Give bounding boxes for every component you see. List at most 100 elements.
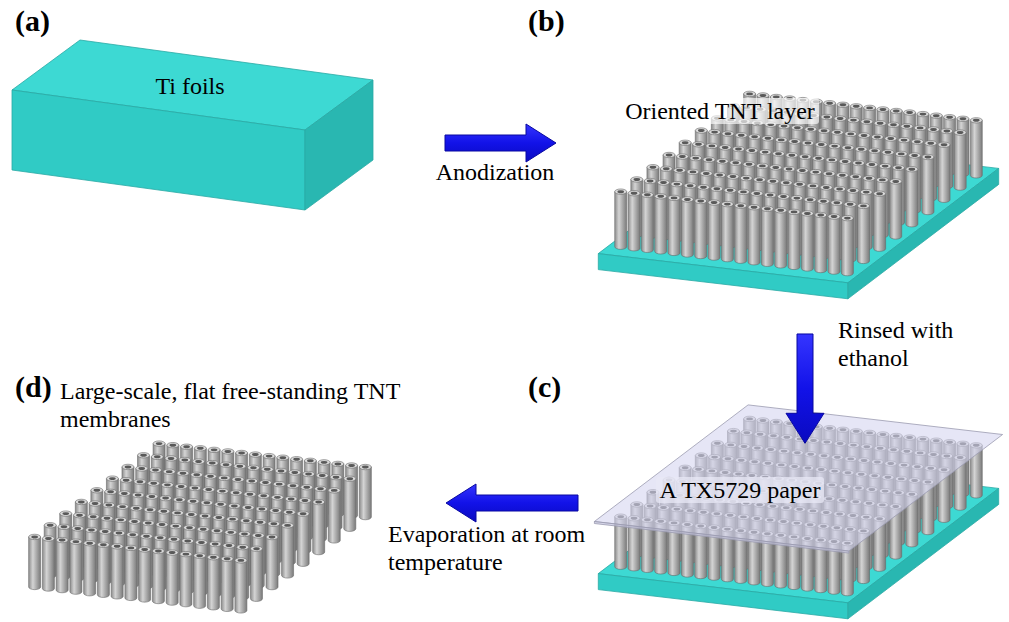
nanotube xyxy=(788,209,800,269)
tube-pore xyxy=(116,532,123,535)
tube-pore xyxy=(362,466,369,469)
tube-pore xyxy=(252,453,259,456)
tube-pore xyxy=(634,178,641,181)
tube-pore xyxy=(727,189,734,192)
tube-rim xyxy=(901,124,913,129)
tube-rim xyxy=(99,529,111,534)
nanotube xyxy=(655,194,667,254)
tube-rim xyxy=(668,195,680,200)
tube-rim xyxy=(828,214,840,219)
tube-pore xyxy=(243,519,250,522)
tube-pore xyxy=(59,539,66,542)
tube-rim xyxy=(783,166,795,171)
tube-rim xyxy=(220,462,232,467)
tube-rim xyxy=(700,171,712,176)
nanotube xyxy=(801,211,813,271)
tube-rim xyxy=(127,532,139,537)
tube-rim xyxy=(845,131,857,136)
tube-pore xyxy=(831,215,838,218)
tube-wall xyxy=(111,546,123,599)
tube-rim xyxy=(316,473,328,478)
tube-pore xyxy=(826,172,833,175)
nanotube xyxy=(695,198,707,258)
tube-rim xyxy=(836,173,848,178)
tube-rim xyxy=(185,512,197,517)
tube-pore xyxy=(778,138,785,141)
tube-wall xyxy=(313,502,325,555)
tube-pore xyxy=(711,201,718,204)
tube-wall xyxy=(194,556,206,609)
tube-wall xyxy=(125,548,137,601)
tube-pore xyxy=(821,129,828,132)
tube-rim xyxy=(807,183,819,188)
tube-rim xyxy=(778,194,790,199)
tube-rim xyxy=(826,157,838,162)
tube-pore xyxy=(760,94,767,97)
tube-rim xyxy=(44,523,56,528)
tube-pore xyxy=(235,478,242,481)
tube-rim xyxy=(146,494,158,499)
tube-rim xyxy=(904,110,916,115)
tube-pore xyxy=(706,158,713,161)
tube-rim xyxy=(925,141,937,146)
step-label: Evaporation at room temperature xyxy=(388,520,613,576)
tube-rim xyxy=(232,477,244,482)
tube-rim xyxy=(679,140,691,145)
tube-pore xyxy=(73,540,80,543)
tube-wall xyxy=(655,196,667,254)
tube-pore xyxy=(631,192,638,195)
tube-pore xyxy=(887,137,894,140)
process-stage: A TX5729 paper xyxy=(598,405,999,622)
tube-rim xyxy=(810,169,822,174)
tube-rim xyxy=(762,136,774,141)
tube-pore xyxy=(178,485,185,488)
nanotube xyxy=(890,179,902,239)
tube-pore xyxy=(666,154,673,157)
tube-rim xyxy=(893,165,905,170)
tube-rim xyxy=(330,474,342,479)
tube-rim xyxy=(869,148,881,153)
tube-pore xyxy=(709,144,716,147)
tube-rim xyxy=(208,447,220,452)
tube-pore xyxy=(860,204,867,207)
tube-wall xyxy=(70,542,82,595)
tube-pore xyxy=(291,471,298,474)
block-arrow xyxy=(445,124,556,162)
tube-pore xyxy=(909,168,916,171)
tube-rim xyxy=(144,507,156,512)
tube-pore xyxy=(161,510,168,513)
tube-pore xyxy=(100,543,107,546)
nanotube xyxy=(708,200,720,260)
tube-rim xyxy=(744,91,756,96)
tube-pore xyxy=(169,551,176,554)
tube-pore xyxy=(286,511,293,514)
tube-pore xyxy=(333,476,340,479)
tube-pore xyxy=(743,177,750,180)
tube-pore xyxy=(200,528,207,531)
tube-rim xyxy=(874,121,886,126)
block-arrow xyxy=(786,334,824,443)
panel-letter: (c) xyxy=(528,370,561,404)
tube-rim xyxy=(824,101,836,106)
nanotube xyxy=(139,547,151,602)
tube-rim xyxy=(698,185,710,190)
tube-pore xyxy=(973,119,980,122)
nanotube xyxy=(841,215,853,275)
ti-foil-block xyxy=(12,40,373,210)
tube-rim xyxy=(56,537,68,542)
tube-pore xyxy=(61,525,68,528)
tube-rim xyxy=(615,189,627,194)
tube-pore xyxy=(205,488,212,491)
tube-rim xyxy=(228,503,240,508)
tube-pore xyxy=(799,169,806,172)
tube-rim xyxy=(332,461,344,466)
tube-rim xyxy=(113,530,125,535)
tube-pore xyxy=(837,117,844,120)
tube-pore xyxy=(756,178,763,181)
tube-pore xyxy=(276,483,283,486)
tube-pore xyxy=(824,116,831,119)
tube-pore xyxy=(818,143,825,146)
tube-rim xyxy=(727,174,739,179)
tube-pore xyxy=(836,188,843,191)
tube-pore xyxy=(866,177,873,180)
